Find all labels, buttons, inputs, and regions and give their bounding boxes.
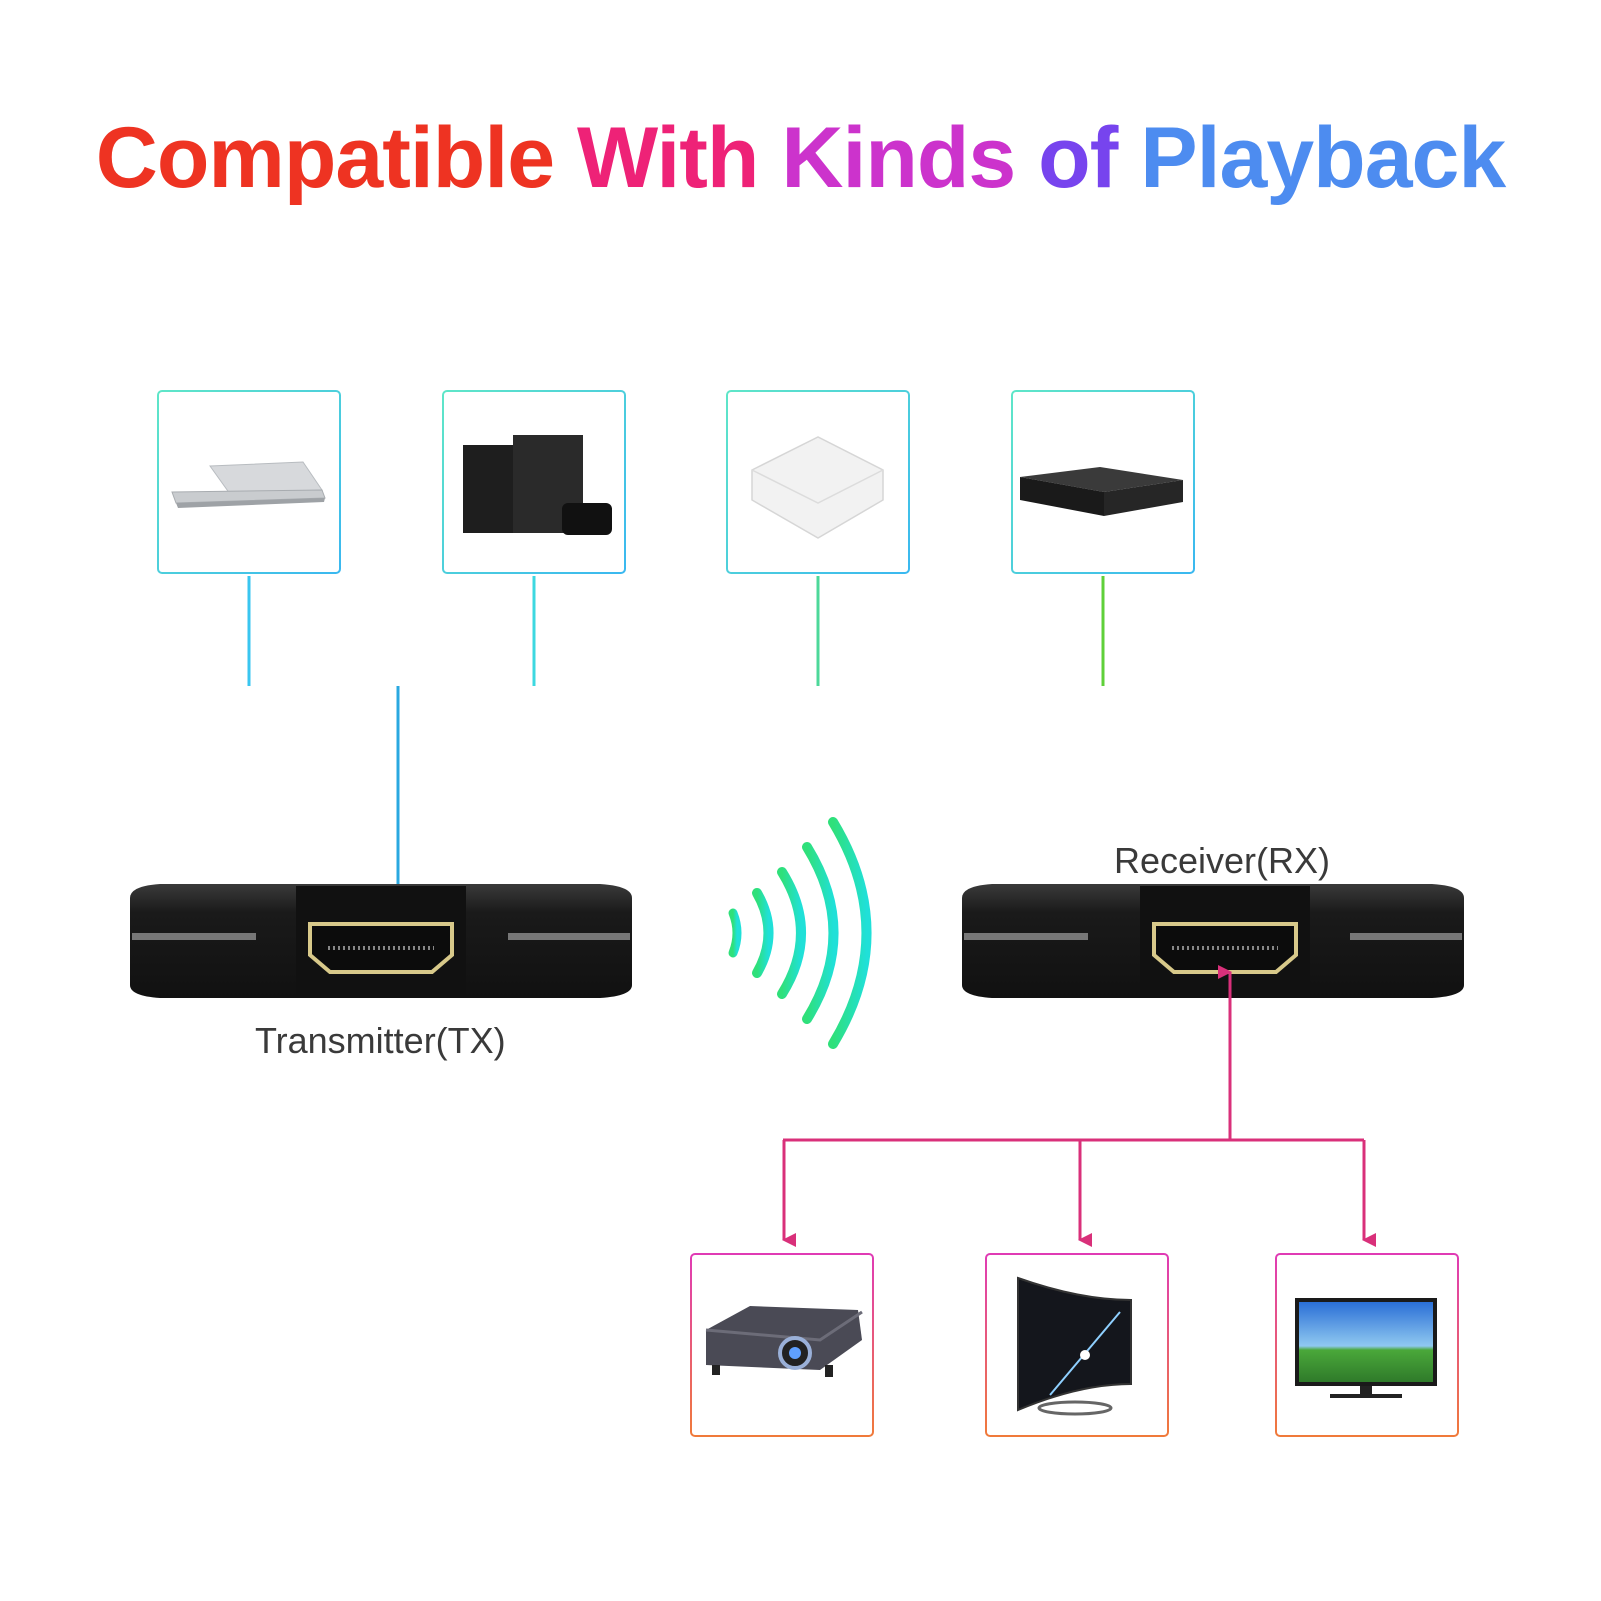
page-title: Compatible With Kinds of Playback bbox=[0, 108, 1601, 208]
hdmi-port-icon bbox=[308, 922, 454, 974]
title-word-1: Compatible bbox=[95, 110, 555, 206]
receiver-device bbox=[962, 884, 1464, 998]
title-word-4: of bbox=[1038, 110, 1118, 206]
media-box-icon bbox=[751, 436, 884, 539]
curved-tv-icon bbox=[1017, 1276, 1132, 1416]
speaker-system-icon bbox=[463, 435, 612, 535]
output-projector bbox=[690, 1253, 874, 1437]
wireless-signal-icon bbox=[728, 817, 872, 1049]
title-word-2: With bbox=[576, 110, 759, 206]
output-flat-tv bbox=[1275, 1253, 1459, 1437]
output-curved-tv bbox=[985, 1253, 1169, 1437]
transmitter-device bbox=[130, 884, 632, 998]
title-word-3: Kinds bbox=[781, 110, 1016, 206]
projector-icon bbox=[705, 1306, 863, 1377]
source-speakers bbox=[442, 390, 626, 574]
output-bus bbox=[782, 965, 1376, 1247]
source-bus bbox=[247, 576, 1105, 901]
hdmi-port-icon bbox=[1152, 922, 1298, 974]
transmitter-label: Transmitter(TX) bbox=[255, 1020, 506, 1061]
flat-tv-icon bbox=[1295, 1298, 1437, 1398]
laptop-icon bbox=[171, 461, 326, 508]
source-media-box bbox=[726, 390, 910, 574]
receiver-label: Receiver(RX) bbox=[1114, 840, 1331, 881]
source-dvd-player bbox=[1011, 390, 1195, 574]
title-word-5: Playback bbox=[1140, 110, 1506, 206]
dvd-player-icon bbox=[1020, 467, 1183, 516]
source-laptop bbox=[157, 390, 341, 574]
